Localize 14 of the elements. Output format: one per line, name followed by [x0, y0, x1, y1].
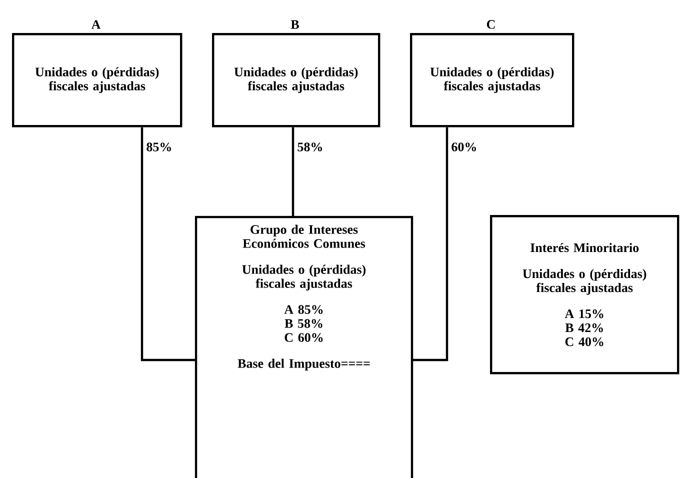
- text-box: Unidades o (pérdidas) fiscales ajustadas: [410, 33, 574, 128]
- group-box: Grupo de Intereses Económicos Comunes Unidades o (pérdidas) fiscales ajustadas A 85% B 58% C 60% Base del Impuesto====: [194, 216, 414, 478]
- connector-line: [140, 127, 196, 362]
- text-box: Interés Minoritario Unidades o (pérdidas) fiscales ajustadas A 15% B 42% C 40%: [490, 215, 680, 374]
- heading: C: [486, 20, 495, 29]
- connector-line: [412, 127, 448, 362]
- text-box: Unidades o (pérdidas) fiscales ajustadas: [12, 33, 182, 128]
- text-box: Unidades o (pérdidas) fiscales ajustadas: [212, 33, 380, 128]
- edge-label: 85%: [146, 142, 171, 152]
- edge-label: 58%: [298, 142, 322, 152]
- edge-label: 60%: [452, 142, 476, 152]
- connector-line: [292, 127, 294, 217]
- heading: A: [91, 20, 101, 29]
- heading: B: [290, 20, 299, 29]
